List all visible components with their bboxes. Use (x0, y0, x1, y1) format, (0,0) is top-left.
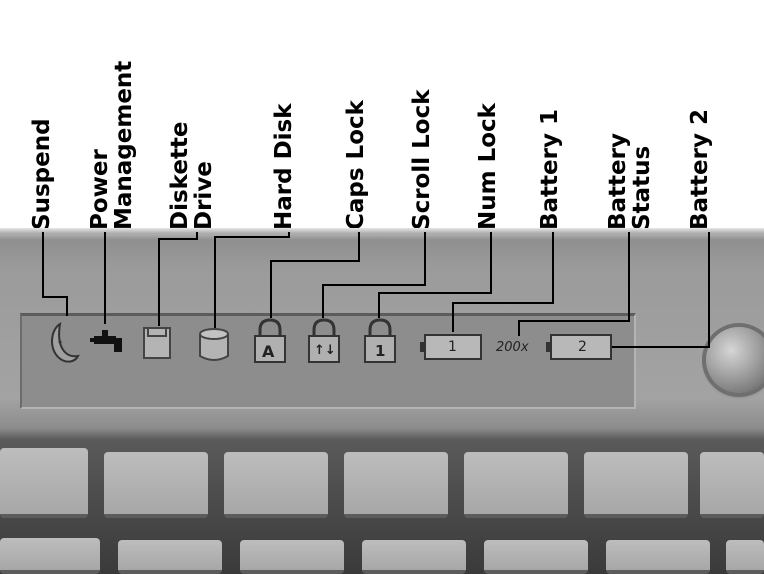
keyboard-key[interactable] (344, 452, 448, 518)
callout-line-num-lock (378, 292, 492, 294)
callout-line-battery-1 (452, 302, 554, 304)
callout-line-suspend (66, 296, 68, 316)
callout-line-battery-1 (552, 232, 554, 304)
callout-line-battery-status (518, 320, 520, 336)
label-battery-status: Battery Status (605, 133, 655, 230)
callout-line-suspend (42, 232, 44, 298)
keyboard-key[interactable] (240, 540, 344, 574)
hard-disk-lock-glyph: A (262, 342, 275, 361)
label-scroll-lock: Scroll Lock (409, 89, 435, 230)
padlock-icon (364, 318, 396, 363)
keyboard-key[interactable] (104, 452, 208, 518)
keyboard-key[interactable] (118, 540, 222, 574)
label-power-management: Power Management (87, 60, 137, 230)
callout-line-num-lock (490, 232, 492, 294)
callout-line-power-management (104, 232, 106, 324)
keyboard-key[interactable] (464, 452, 568, 518)
keyboard-key[interactable] (224, 452, 328, 518)
battery-2-glyph: 2 (578, 339, 587, 355)
callout-line-hard-disk (214, 236, 290, 238)
keyboard-key[interactable] (700, 452, 764, 518)
battery-1-glyph: 1 (448, 339, 457, 355)
callout-line-battery-status (628, 232, 630, 322)
callout-line-diskette-drive (158, 238, 160, 326)
battery-status-readout: 200x (496, 340, 529, 355)
callout-line-hard-disk (288, 232, 290, 238)
keyboard-key[interactable] (584, 452, 688, 518)
keyboard-key[interactable] (0, 448, 88, 518)
callout-line-diskette-drive (158, 238, 198, 240)
callout-line-caps-lock (270, 260, 360, 262)
power-button[interactable] (706, 327, 764, 393)
cylinder-icon (199, 328, 229, 361)
label-suspend: Suspend (29, 118, 55, 230)
callout-line-battery-status (518, 320, 630, 322)
plug-faucet-icon (90, 330, 122, 352)
callout-line-caps-lock (358, 232, 360, 262)
callout-line-scroll-lock (322, 284, 324, 318)
housing-rim (0, 228, 764, 234)
label-battery-2: Battery 2 (687, 109, 713, 230)
callout-line-caps-lock (270, 260, 272, 318)
callout-line-battery-2 (612, 346, 710, 348)
callout-line-diskette-drive (196, 232, 198, 240)
crescent-moon-icon (51, 322, 80, 363)
keyboard-key[interactable] (606, 540, 710, 574)
keyboard-key[interactable] (0, 538, 100, 574)
callout-line-num-lock (378, 292, 380, 318)
callout-line-scroll-lock (424, 232, 426, 286)
callout-line-battery-2 (708, 232, 710, 348)
label-caps-lock: Caps Lock (343, 100, 369, 230)
callout-line-suspend (42, 296, 68, 298)
padlock-icon (254, 318, 286, 363)
callout-line-battery-1 (452, 302, 454, 332)
battery-icon (546, 334, 612, 360)
keyboard-key[interactable] (484, 540, 588, 574)
label-diskette-drive: Diskette Drive (167, 121, 217, 230)
callout-line-scroll-lock (322, 284, 426, 286)
keyboard-key[interactable] (726, 540, 764, 574)
padlock-icon (308, 318, 340, 363)
battery-icon (420, 334, 482, 360)
callout-line-hard-disk (214, 236, 216, 328)
label-num-lock: Num Lock (475, 103, 501, 230)
label-hard-disk: Hard Disk (271, 103, 297, 230)
label-battery-1: Battery 1 (537, 109, 563, 230)
diskette-icon (143, 327, 171, 359)
keyboard-key[interactable] (362, 540, 466, 574)
scroll-lock-glyph: 1 (375, 342, 386, 360)
caps-lock-glyph: ↑↓ (314, 343, 336, 358)
